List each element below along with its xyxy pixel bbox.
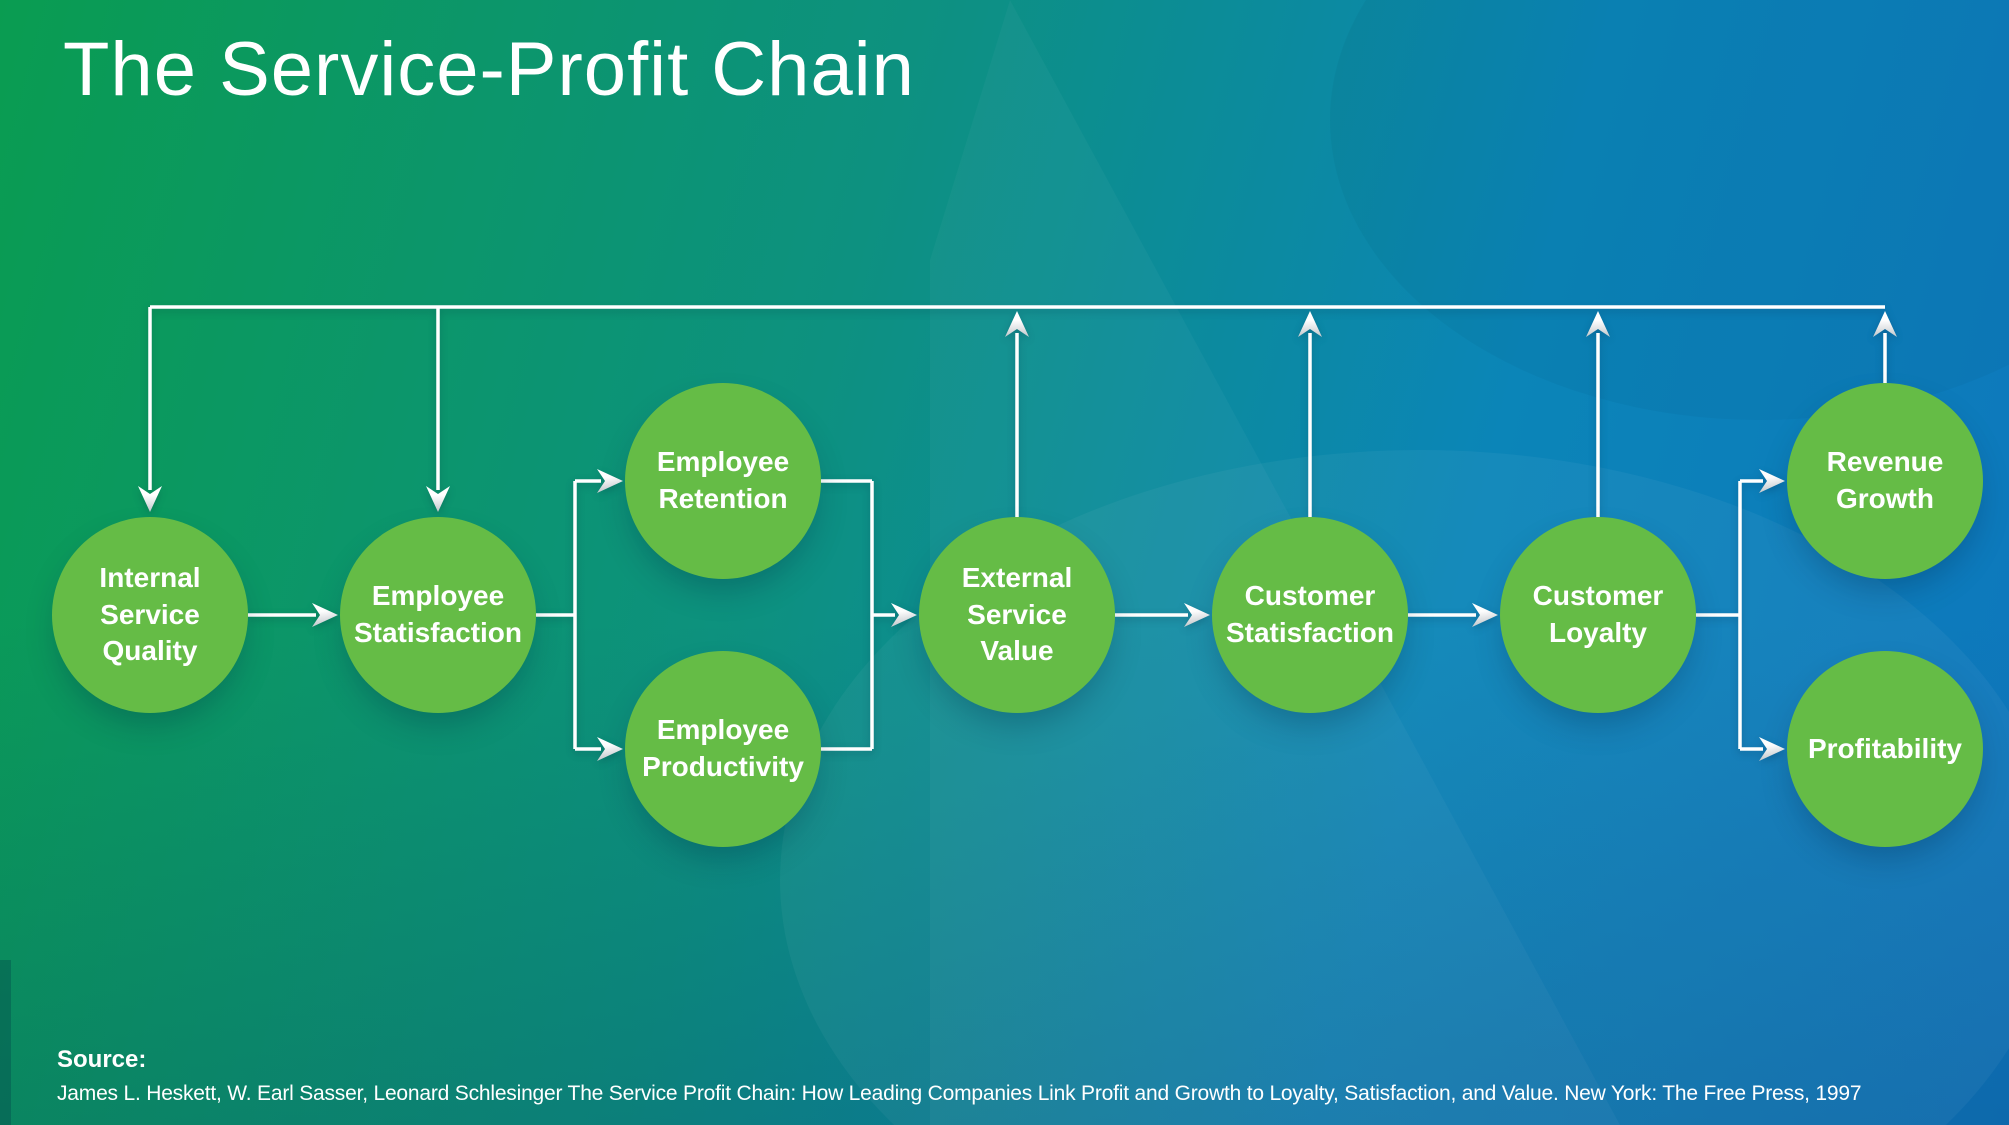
source-citation: James L. Heskett, W. Earl Sasser, Leonar… bbox=[57, 1081, 1862, 1105]
node-employee-statisfaction: Employee Statisfaction bbox=[340, 517, 536, 713]
arrowhead-right-icon bbox=[1759, 737, 1785, 761]
node-label: Customer Statisfaction bbox=[1225, 580, 1395, 648]
connector-satisfaction-to-loyalty bbox=[1408, 603, 1498, 627]
node-customer-statisfaction: Customer Statisfaction bbox=[1212, 517, 1408, 713]
connector-value-to-customer-satisfaction bbox=[1115, 603, 1210, 627]
arrowhead-right-icon bbox=[1472, 603, 1498, 627]
node-employee-retention: Employee Retention bbox=[625, 383, 821, 579]
node-customer-loyalty: Customer Loyalty bbox=[1500, 517, 1696, 713]
page-title: The Service-Profit Chain bbox=[63, 27, 915, 112]
node-label: Employee Productivity bbox=[642, 714, 804, 782]
arrowhead-down-icon bbox=[426, 486, 450, 512]
arrowhead-right-icon bbox=[891, 603, 917, 627]
node-internal-service-quality: Internal Service Quality bbox=[52, 517, 248, 713]
source-label: Source: bbox=[57, 1046, 147, 1073]
node-external-service-value: External Service Value bbox=[919, 517, 1115, 713]
connector-quality-to-satisfaction bbox=[248, 603, 338, 627]
connector-satisfaction-split bbox=[536, 469, 623, 761]
node-label: Customer Loyalty bbox=[1532, 580, 1664, 648]
arrowhead-right-icon bbox=[597, 469, 623, 493]
arrowhead-right-icon bbox=[1184, 603, 1210, 627]
node-profitability: Profitability bbox=[1787, 651, 1983, 847]
connector-loyalty-split bbox=[1696, 469, 1785, 761]
connector-merge-to-value bbox=[821, 479, 917, 751]
arrowhead-up-icon bbox=[1005, 311, 1029, 337]
arrowhead-down-icon bbox=[138, 486, 162, 512]
arrowhead-right-icon bbox=[1759, 469, 1785, 493]
arrowhead-up-icon bbox=[1873, 311, 1897, 337]
source-block: Source: James L. Heskett, W. Earl Sasser… bbox=[57, 1046, 1862, 1106]
arrowhead-right-icon bbox=[312, 603, 338, 627]
node-revenue-growth: Revenue Growth bbox=[1787, 383, 1983, 579]
arrowhead-right-icon bbox=[597, 737, 623, 761]
left-edge-shade bbox=[0, 960, 11, 1125]
arrowhead-up-icon bbox=[1586, 311, 1610, 337]
node-label: External Service Value bbox=[961, 561, 1073, 667]
node-employee-productivity: Employee Productivity bbox=[625, 651, 821, 847]
node-label: Profitability bbox=[1807, 732, 1962, 764]
node-label: Employee Retention bbox=[656, 446, 790, 514]
connector-feedback-loop bbox=[138, 305, 1897, 517]
node-label: Internal Service Quality bbox=[99, 561, 201, 667]
node-label: Employee Statisfaction bbox=[353, 580, 523, 648]
arrowhead-up-icon bbox=[1298, 311, 1322, 337]
node-label: Revenue Growth bbox=[1826, 446, 1944, 514]
